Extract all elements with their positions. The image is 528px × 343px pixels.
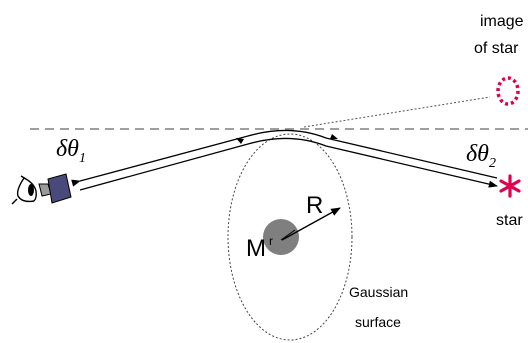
eye-icon xyxy=(11,175,37,205)
asterisk-icon xyxy=(499,174,521,198)
camera-icon xyxy=(38,173,72,204)
star-image-icon xyxy=(496,76,520,106)
gaussian-label-line1: Gaussian xyxy=(349,284,408,300)
mass-label: M xyxy=(246,235,266,262)
star-label: star xyxy=(496,212,523,229)
light-ray-outer xyxy=(71,129,498,187)
delta-theta-1-sub: 1 xyxy=(79,151,86,166)
ray-arrow-right-mid xyxy=(330,134,338,139)
radius-r-arrow xyxy=(280,229,296,241)
ray-arrow-left-mid xyxy=(236,138,244,144)
apparent-direction-dotted-line xyxy=(303,96,491,128)
radius-label-big: R xyxy=(306,192,323,219)
radius-R-arrow xyxy=(281,207,341,241)
radius-label-small: r xyxy=(269,234,273,248)
gaussian-surface xyxy=(227,133,353,341)
delta-theta-2-sub: 2 xyxy=(489,156,496,171)
mass-body xyxy=(263,219,299,255)
gaussian-label-line2: surface xyxy=(355,314,401,330)
image-label-line1: image xyxy=(480,13,524,30)
delta-theta-2-label: δθ2 xyxy=(466,141,496,171)
delta-theta-1-label: δθ1 xyxy=(56,136,86,166)
image-label-line2: of star xyxy=(474,40,519,57)
light-ray-inner xyxy=(79,137,498,191)
